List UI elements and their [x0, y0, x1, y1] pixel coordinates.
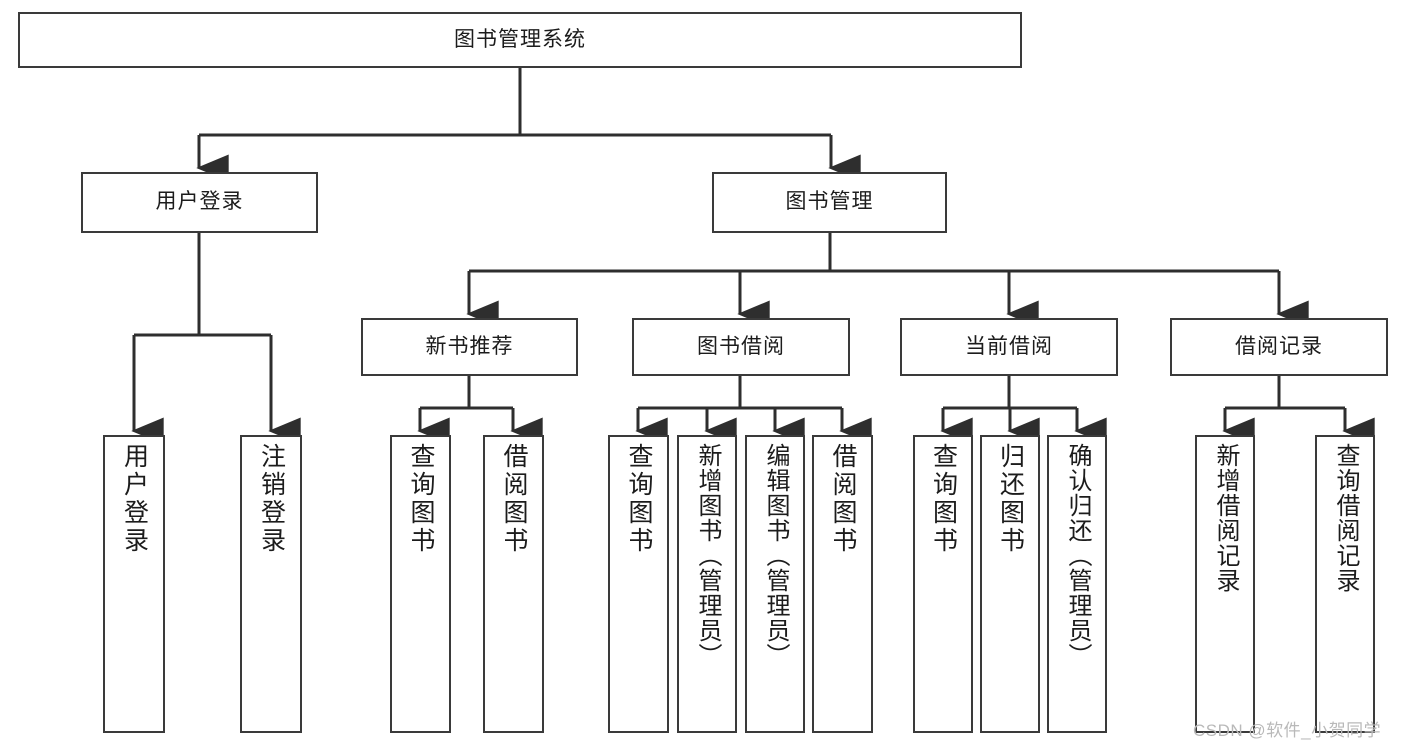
node-label: 新增图书（管理员）: [694, 443, 721, 668]
leaf-query-book-current[interactable]: 查询图书: [913, 435, 973, 733]
leaf-add-book-admin[interactable]: 新增图书（管理员）: [677, 435, 737, 733]
node-label: 用户登录: [155, 190, 244, 214]
node-book-management[interactable]: 图书管理: [712, 172, 947, 233]
node-borrow-record[interactable]: 借阅记录: [1170, 318, 1388, 376]
node-label: 借阅图书: [829, 443, 857, 555]
node-label: 当前借阅: [965, 334, 1053, 358]
node-label: 新书推荐: [425, 334, 514, 358]
node-label: 确认归还（管理员）: [1064, 443, 1091, 668]
node-book-borrow[interactable]: 图书借阅: [632, 318, 850, 376]
node-root-system[interactable]: 图书管理系统: [18, 12, 1022, 68]
node-label: 查询图书: [929, 443, 958, 555]
node-label: 查询图书: [625, 443, 653, 555]
node-new-book-recommend[interactable]: 新书推荐: [361, 318, 578, 376]
leaf-logout[interactable]: 注销登录: [240, 435, 302, 733]
leaf-borrow-book[interactable]: 借阅图书: [812, 435, 873, 733]
node-label: 查询借阅记录: [1332, 443, 1359, 593]
node-current-borrow[interactable]: 当前借阅: [900, 318, 1118, 376]
node-label: 图书管理系统: [454, 27, 586, 51]
leaf-confirm-return-admin[interactable]: 确认归还（管理员）: [1047, 435, 1107, 733]
leaf-query-book-borrow[interactable]: 查询图书: [608, 435, 669, 733]
node-label: 查询图书: [407, 443, 435, 555]
node-label: 新增借阅记录: [1212, 443, 1239, 593]
node-label: 注销登录: [257, 443, 286, 555]
leaf-edit-book-admin[interactable]: 编辑图书（管理员）: [745, 435, 805, 733]
node-label: 归还图书: [996, 443, 1025, 555]
leaf-query-book-recommend[interactable]: 查询图书: [390, 435, 451, 733]
node-label: 借阅记录: [1235, 334, 1323, 358]
leaf-query-borrow-record[interactable]: 查询借阅记录: [1315, 435, 1375, 733]
leaf-return-book[interactable]: 归还图书: [980, 435, 1040, 733]
csdn-watermark: CSDN @软件_小贺同学: [1193, 721, 1382, 740]
leaf-user-login[interactable]: 用户登录: [103, 435, 165, 733]
node-label: 借阅图书: [500, 443, 528, 555]
leaf-borrow-book-recommend[interactable]: 借阅图书: [483, 435, 544, 733]
node-label: 图书管理: [785, 190, 874, 214]
node-user-login[interactable]: 用户登录: [81, 172, 318, 233]
leaf-add-borrow-record[interactable]: 新增借阅记录: [1195, 435, 1255, 733]
node-label: 用户登录: [120, 443, 149, 555]
node-label: 图书借阅: [697, 334, 785, 358]
node-label: 编辑图书（管理员）: [762, 443, 789, 668]
